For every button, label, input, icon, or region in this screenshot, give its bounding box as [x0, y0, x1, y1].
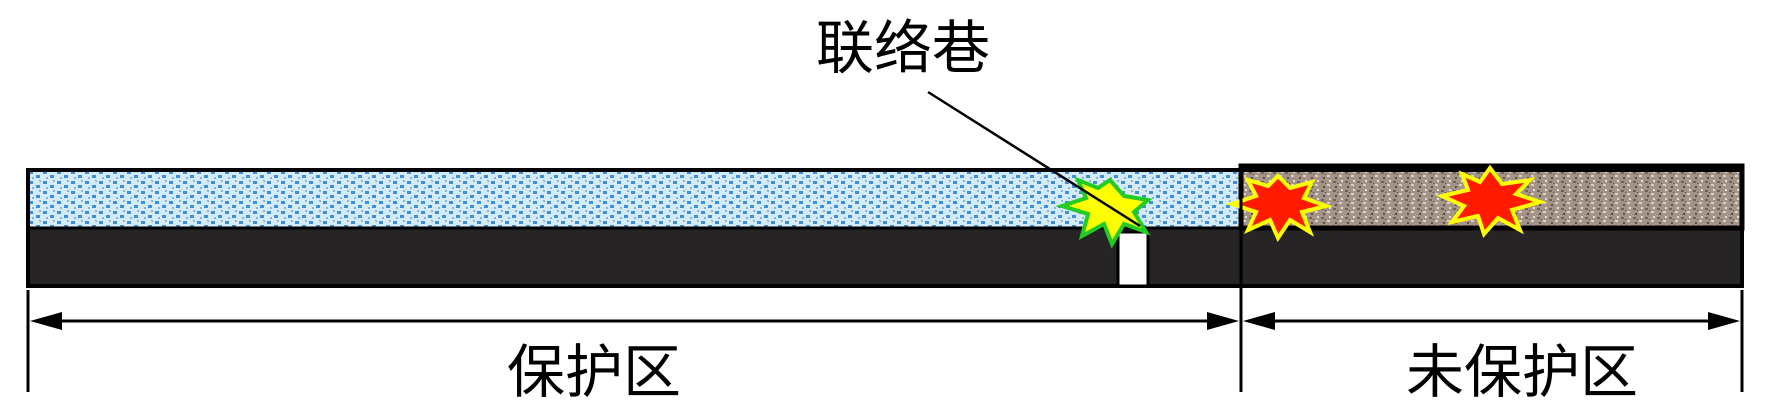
- protected-seam-layer: [28, 170, 1241, 228]
- unprotected-zone-label: 未保护区: [1406, 338, 1638, 406]
- burst-star-icon: [1055, 176, 1153, 249]
- burst-star-icon: [1435, 164, 1547, 238]
- unprotected-zone-dimension: [1243, 312, 1740, 330]
- roadway-label: 联络巷: [816, 14, 990, 82]
- protected-zone-dimension: [30, 312, 1239, 330]
- protected-zone-label: 保护区: [507, 338, 681, 406]
- burst-star-icon: [1225, 173, 1333, 243]
- rock-layer: [28, 228, 1742, 286]
- connection-roadway: [1116, 230, 1150, 288]
- roadway-leader-line: [927, 90, 1141, 228]
